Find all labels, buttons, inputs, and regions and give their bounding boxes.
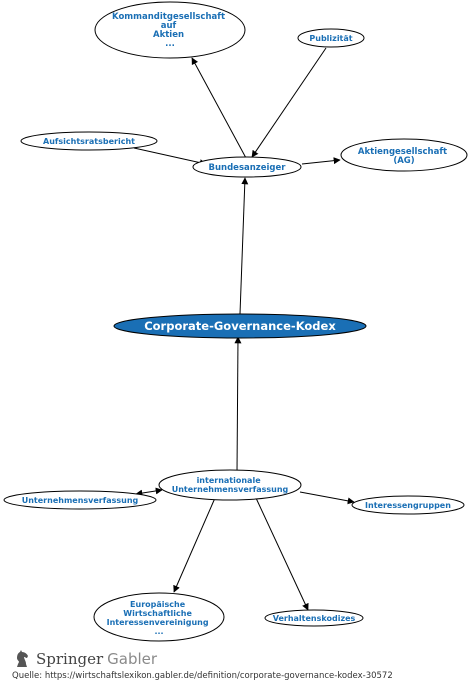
edge-bundesanzeiger-ag — [301, 157, 341, 165]
svg-text:Europäische Wirtschaftli: Europäische Wirtschaftliche Interessenve… — [107, 600, 212, 636]
brand-springer: Springer — [36, 650, 104, 668]
svg-text:Aktiengesellschaft (AG): Aktiengesellschaft (AG) — [358, 147, 450, 166]
edge-intl-interessengruppen — [299, 491, 355, 505]
node-unternehmensverfassung[interactable]: Unternehmensverfassung — [3, 490, 157, 510]
node-ag[interactable]: Aktiengesellschaft (AG) — [340, 138, 468, 172]
node-kodex[interactable]: Corporate-Governance-Kodex — [113, 313, 367, 339]
node-interessengruppen[interactable]: Interessengruppen — [351, 495, 465, 515]
node-kommandit[interactable]: Kommanditgesellschaft auf Aktien ... — [94, 1, 246, 59]
svg-text:Interessengruppen: Interessengruppen — [365, 501, 451, 510]
edge-intl-europaeische — [173, 497, 216, 593]
svg-text:Publizität: Publizität — [309, 34, 352, 43]
svg-text:Bundesanzeiger: Bundesanzeiger — [209, 163, 287, 173]
source-url: Quelle: https://wirtschaftslexikon.gable… — [12, 671, 393, 681]
node-europaeische[interactable]: Europäische Wirtschaftliche Interessenve… — [93, 592, 225, 642]
svg-text:Aufsichtsratsbericht: Aufsichtsratsbericht — [43, 137, 135, 146]
edge-intl-unternehmensverfassung — [135, 487, 163, 497]
node-aufsichtsrat[interactable]: Aufsichtsratsbericht — [20, 131, 158, 151]
edge-kodex-bundesanzeiger — [239, 177, 249, 315]
brand-gabler: Gabler — [107, 650, 158, 668]
concept-map: Kommanditgesellschaft auf Aktien ... Pub… — [3, 1, 468, 642]
edges — [133, 47, 355, 611]
node-publizitaet[interactable]: Publizität — [297, 28, 365, 48]
edge-intl-verhaltenskodizes — [255, 497, 309, 611]
node-intl[interactable]: internationale Unternehmensverfassung — [158, 469, 302, 501]
svg-text:Unternehmensverfassung: Unternehmensverfassung — [22, 496, 139, 505]
svg-text:Verhaltenskodizes: Verhaltenskodizes — [273, 614, 356, 623]
springer-gabler-logo[interactable]: Springer Gabler — [12, 648, 472, 670]
footer: Springer Gabler — [12, 648, 472, 670]
edge-aufsichtsrat-bundesanzeiger — [133, 147, 207, 167]
edge-bundesanzeiger-kommandit — [191, 57, 247, 159]
node-verhaltenskodizes[interactable]: Verhaltenskodizes — [264, 609, 364, 627]
chess-knight-icon — [17, 650, 28, 667]
edge-publizitaet-bundesanzeiger — [251, 47, 327, 158]
svg-text:Corporate-Governance-Kodex: Corporate-Governance-Kodex — [144, 319, 336, 333]
svg-text:internationale Unternehm: internationale Unternehmensverfassung — [172, 476, 289, 494]
svg-text:Kommanditgesellschaft au: Kommanditgesellschaft auf Aktien ... — [112, 12, 228, 49]
node-bundesanzeiger[interactable]: Bundesanzeiger — [192, 156, 302, 178]
edge-intl-kodex — [234, 336, 242, 474]
